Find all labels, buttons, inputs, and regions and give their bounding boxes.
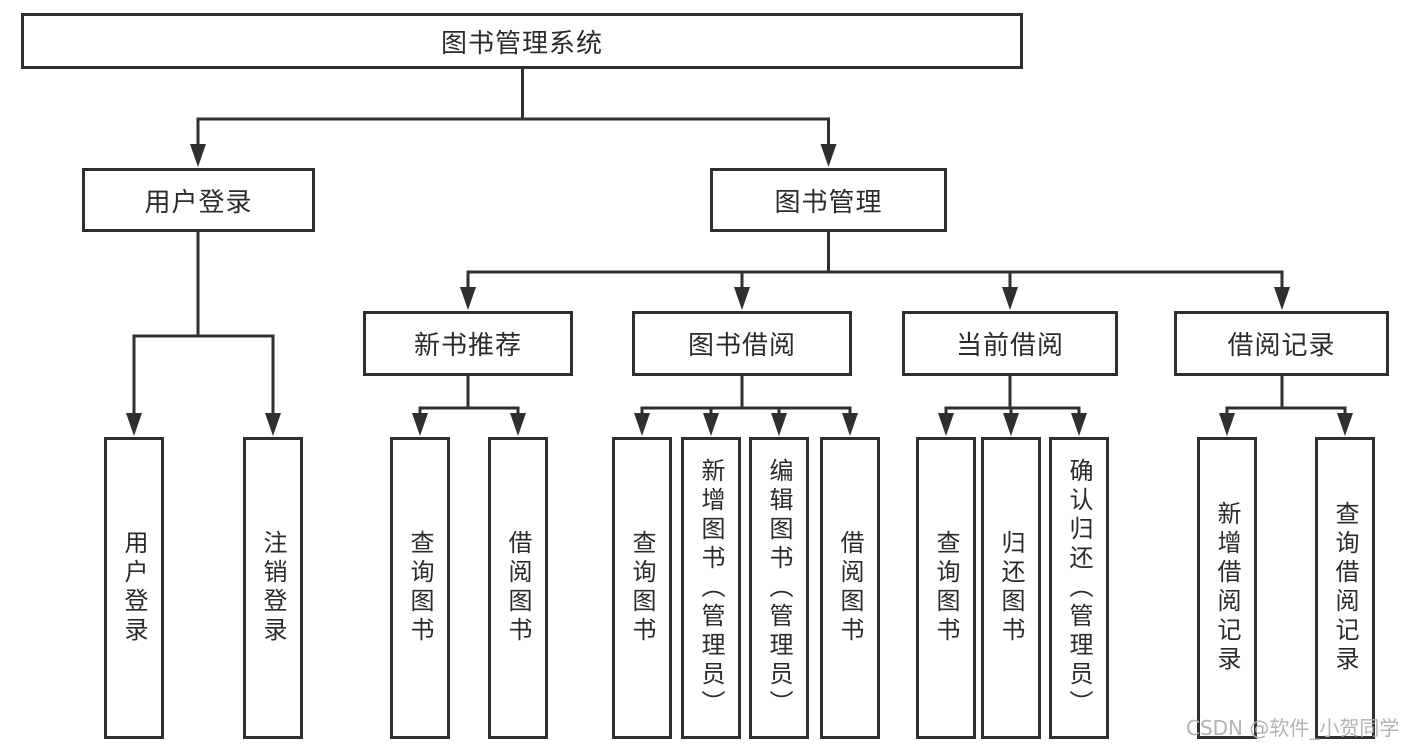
node-current-borrow: 当前借阅 xyxy=(902,311,1118,376)
connector-user-login-to-leaves xyxy=(126,232,281,436)
connector-current-borrow-to-leaves xyxy=(938,376,1087,436)
node-book-management: 图书管理 xyxy=(710,168,947,232)
leaf-add-borrow-record: 新增借阅记录 xyxy=(1197,437,1257,739)
leaf-edit-book-admin: 编辑图书（管理员） xyxy=(749,437,809,739)
leaf-query-books-current: 查询图书 xyxy=(916,437,976,739)
leaf-add-book-admin: 新增图书（管理员） xyxy=(681,437,741,739)
connector-new-book-to-leaves xyxy=(412,376,526,436)
connector-borrow-records-to-leaves xyxy=(1219,376,1353,436)
leaf-borrow-books-recommend: 借阅图书 xyxy=(488,437,548,739)
csdn-watermark: CSDN @软件_小贺同学 xyxy=(1186,716,1400,740)
leaf-query-books-recommend: 查询图书 xyxy=(390,437,450,739)
node-user-login: 用户登录 xyxy=(82,168,315,232)
leaf-user-login: 用户登录 xyxy=(104,437,164,739)
leaf-query-borrow-record: 查询借阅记录 xyxy=(1315,437,1375,739)
node-new-book-recommend: 新书推荐 xyxy=(363,311,573,376)
leaf-confirm-return-admin: 确认归还（管理员） xyxy=(1049,437,1109,739)
leaf-query-books-borrow: 查询图书 xyxy=(612,437,672,739)
leaf-logout: 注销登录 xyxy=(243,437,303,739)
leaf-borrow-books: 借阅图书 xyxy=(820,437,880,739)
connector-book-mgmt-to-level3 xyxy=(460,232,1290,310)
connector-book-borrow-to-leaves xyxy=(634,376,858,436)
node-book-borrow: 图书借阅 xyxy=(632,311,852,376)
leaf-return-book: 归还图书 xyxy=(981,437,1041,739)
node-root-system: 图书管理系统 xyxy=(21,13,1023,69)
node-borrow-records: 借阅记录 xyxy=(1174,311,1389,376)
connector-root-to-level2 xyxy=(190,69,837,167)
